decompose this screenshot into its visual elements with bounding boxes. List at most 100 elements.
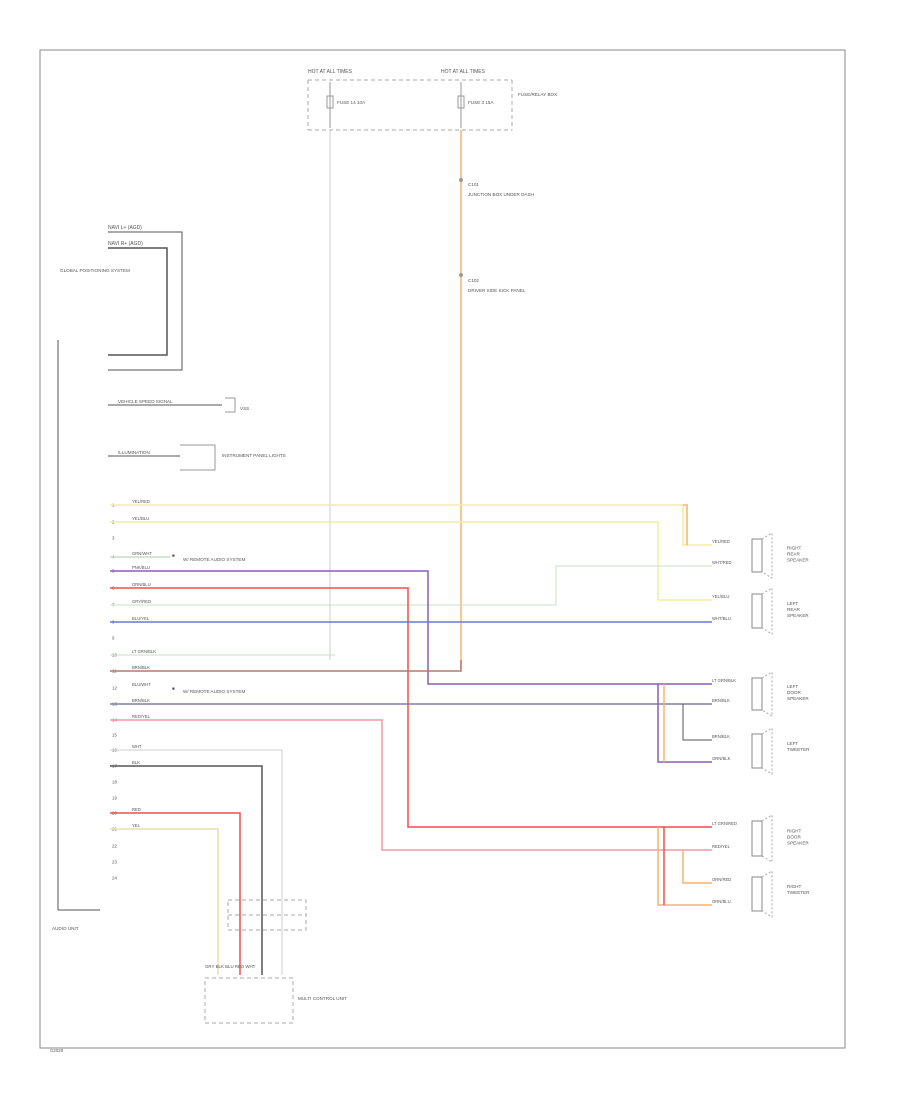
pin-24: 24	[112, 876, 117, 881]
speaker-1-label-1: RIGHT	[787, 546, 801, 551]
speaker-3-wire-2: BRN/BLK	[712, 698, 730, 703]
wire-wht	[110, 749, 283, 975]
speakers: YEL/REDWHT/REDRIGHTREARSPEAKERYEL/BLUWHT…	[712, 532, 810, 918]
wire-label-6: ORN/BLU	[132, 582, 151, 587]
speaker-1-cone	[761, 532, 773, 579]
speaker-4-label-2: TWEETER	[787, 747, 810, 752]
diagram-frame	[39, 49, 846, 1049]
hot-label-1: HOT AT ALL TIMES	[308, 69, 353, 75]
wire-label-2: YEL/BLU	[132, 516, 149, 521]
wire-yel	[110, 828, 219, 975]
pin-18: 18	[112, 780, 117, 785]
speaker-3-label-1: LEFT	[787, 684, 798, 689]
wire-pnk-blu	[110, 570, 712, 685]
splice-2-code: C102	[468, 278, 479, 283]
speaker-4-wire-1: BRN/BLK	[712, 734, 730, 739]
wire-red-yel	[110, 719, 712, 851]
splice-1-code: C101	[468, 182, 479, 187]
speaker-6-icon	[751, 876, 763, 912]
fuse-1-icon	[326, 95, 334, 109]
speaker-3-label-3: SPEAKER	[787, 696, 809, 701]
branch-right-tweeter	[682, 850, 712, 884]
wire-red	[110, 812, 241, 975]
pin-22: 22	[112, 844, 117, 849]
branch-left-door-1	[657, 684, 712, 763]
speaker-2-label-2: REAR	[787, 607, 800, 612]
splice-2-dot	[459, 273, 463, 277]
fuse-2-label: FUSE 3 15A	[468, 100, 494, 105]
note-1-marker: ■	[172, 553, 175, 558]
speaker-2-icon	[751, 593, 763, 629]
speaker-1-label-3: SPEAKER	[787, 558, 809, 563]
wire-label-14: RED/YEL	[132, 714, 151, 719]
speaker-5-cone	[761, 814, 773, 863]
speaker-5-label-1: RIGHT	[787, 829, 801, 834]
pin-labels: 123456789101112131415161718192021222324	[112, 503, 117, 881]
speaker-4-wire-2: ORN/BLK	[712, 756, 731, 761]
audio-unit-label: AUDIO UNIT	[52, 926, 79, 931]
wire-label-12: BLU/WHT	[132, 682, 151, 687]
pin-9: 9	[112, 636, 115, 641]
nav-wire-2	[108, 247, 168, 356]
speaker-6-label-2: TWEETER	[787, 890, 810, 895]
wire-label-16: WHT	[132, 744, 142, 749]
ill-label: INSTRUMENT PANEL LIGHTS	[222, 453, 286, 458]
wire-label-13: BRN/BLK	[132, 698, 150, 703]
speaker-5-label-2: DOOR	[787, 835, 801, 840]
fuse-1-label: FUSE 14 10A	[337, 100, 366, 105]
speaker-5-wire-2: RED/YEL	[712, 844, 731, 849]
speaker-2-cone	[761, 587, 773, 635]
speaker-1-wire-1: YEL/RED	[712, 539, 730, 544]
note-2: W/ REMOTE AUDIO SYSTEM	[183, 689, 245, 694]
speaker-5-icon	[751, 820, 763, 857]
speaker-2-wire-2: WHT/BLU	[712, 616, 731, 621]
multiplex-box	[204, 977, 294, 1024]
wire-yel-red	[110, 504, 712, 546]
multiplex-label: MULTI CONTROL UNIT	[298, 996, 347, 1001]
pin-3: 3	[112, 536, 115, 541]
wire-label-1: YEL/RED	[132, 499, 150, 504]
fuse-box-label: FUSE/RELAY BOX	[518, 92, 557, 97]
note-2-marker: ■	[172, 686, 175, 691]
connector-pins-label: GRY BLK BLU RED WHT	[205, 964, 256, 969]
speaker-6-label-1: RIGHT	[787, 884, 801, 889]
speaker-5-wire-1: LT GRN/RED	[712, 821, 737, 826]
fuse-2-icon	[457, 95, 465, 109]
wire-label-4: GRN/WHT	[132, 551, 152, 556]
wire-label-8: BLU/YEL	[132, 616, 150, 621]
speaker-2-label-1: LEFT	[787, 601, 798, 606]
wire-blk	[110, 765, 263, 975]
speaker-4-icon	[751, 733, 763, 769]
speaker-6-cone	[761, 870, 773, 918]
speaker-4-cone	[761, 727, 773, 775]
speaker-1-icon	[751, 538, 763, 573]
splice-2-text: DRIVER SIDE KICK PANEL	[468, 288, 526, 293]
wire-wht-red	[110, 565, 712, 606]
speaker-5-label-3: SPEAKER	[787, 841, 809, 846]
speaker-3-cone	[761, 671, 773, 717]
wire-label-20: RED	[132, 807, 141, 812]
branch-right-door-1	[657, 827, 712, 906]
wire-orn-blu	[110, 587, 712, 828]
wire-yel-red-2	[683, 504, 688, 545]
pin-19: 19	[112, 796, 117, 801]
wire-label-5: PNK/BLU	[132, 565, 150, 570]
footer-code: G2020	[50, 1048, 64, 1053]
nav-line-1: NAVI L+ (AGD)	[108, 225, 142, 231]
speaker-6-wire-2: ORN/BLU	[712, 899, 731, 904]
wire-label-17: BLK	[132, 760, 140, 765]
wire-brn-blk	[110, 660, 462, 672]
nav-system-label: GLOBAL POSITIONING SYSTEM	[60, 268, 130, 273]
pin-12: 12	[112, 686, 117, 691]
vss-label: VSS	[240, 406, 249, 411]
pin-23: 23	[112, 860, 117, 865]
ill-connector	[180, 444, 216, 471]
wire-label-21: YEL	[132, 823, 141, 828]
speaker-1-label-2: REAR	[787, 552, 800, 557]
wire-label-10: LT GRN/BLK	[132, 649, 156, 654]
wire-labels: YEL/RED YEL/BLU GRN/WHT PNK/BLU ORN/BLU GRY/R…	[132, 499, 156, 828]
wire-label-7: GRY/RED	[132, 599, 151, 604]
speaker-6-wire-1: ORN/RED	[712, 877, 731, 882]
wire-label-11: BRN/BLK	[132, 665, 150, 670]
speaker-2-wire-1: YEL/BLU	[712, 594, 729, 599]
